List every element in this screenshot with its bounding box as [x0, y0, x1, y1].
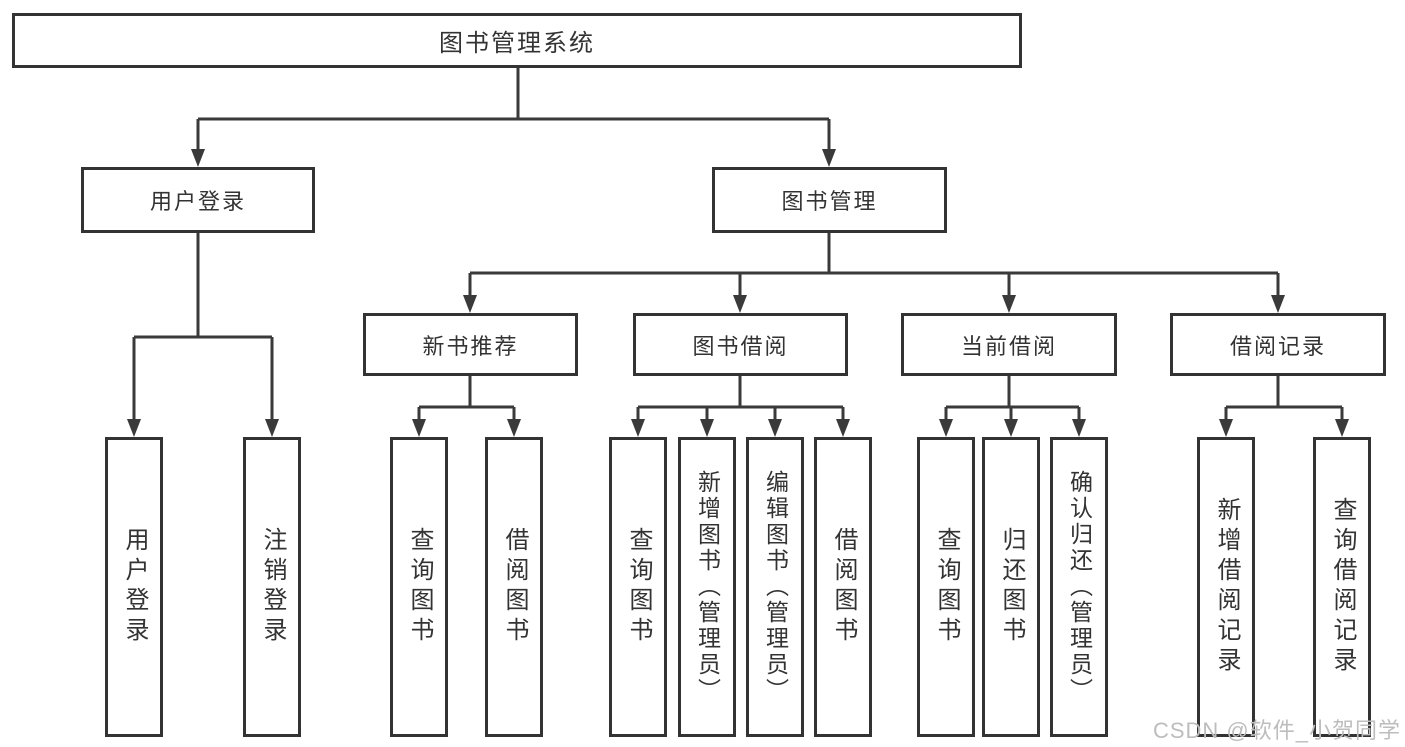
leaf-cb-confirm-return-label: 确认归还（管理员） [1066, 470, 1093, 704]
leaf-br-add-record: 新增借阅记录 [1197, 437, 1255, 737]
connector-current-borrow-children [939, 376, 1086, 437]
leaf-bb-edit-books: 编辑图书（管理员） [746, 437, 804, 737]
leaf-nb-borrow-books-label: 借阅图书 [501, 527, 528, 647]
leaf-cb-return-books-label: 归还图书 [998, 527, 1025, 647]
arrow-down-icon [127, 419, 141, 437]
leaf-bb-add-books-label: 新增图书（管理员） [694, 470, 721, 704]
leaf-bb-edit-books-label: 编辑图书（管理员） [762, 470, 789, 704]
leaf-nb-query-books: 查询图书 [390, 437, 448, 737]
arrow-down-icon [768, 419, 782, 437]
node-book-mgmt: 图书管理 [712, 167, 947, 233]
leaf-logout-label: 注销登录 [259, 527, 286, 647]
leaf-bb-query-books-label: 查询图书 [625, 527, 652, 647]
leaf-br-query-record: 查询借阅记录 [1313, 437, 1371, 737]
arrow-down-icon [265, 419, 279, 437]
connector-borrow-records-children [1219, 376, 1349, 437]
node-new-books-label: 新书推荐 [422, 333, 519, 359]
connector-book-borrow-children [631, 376, 850, 437]
leaf-br-add-record-label: 新增借阅记录 [1213, 497, 1240, 677]
arrow-down-icon [1219, 419, 1233, 437]
arrow-down-icon [733, 295, 747, 313]
node-user-login-label: 用户登录 [149, 189, 246, 214]
node-current-borrow: 当前借阅 [901, 313, 1117, 376]
arrow-down-icon [412, 419, 426, 437]
arrow-down-icon [463, 295, 477, 313]
arrow-down-icon [631, 419, 645, 437]
arrow-down-icon [700, 419, 714, 437]
leaf-bb-borrow-books-label: 借阅图书 [830, 527, 857, 647]
leaf-bb-query-books: 查询图书 [609, 437, 667, 737]
arrow-down-icon [822, 149, 836, 167]
node-book-borrow: 图书借阅 [633, 313, 848, 376]
node-current-borrow-label: 当前借阅 [960, 333, 1057, 359]
watermark: CSDN @软件_小贺同学 [1152, 718, 1401, 743]
node-book-borrow-label: 图书借阅 [692, 333, 789, 359]
leaf-br-query-record-label: 查询借阅记录 [1329, 497, 1356, 677]
leaf-nb-borrow-books: 借阅图书 [485, 437, 543, 737]
leaf-nb-query-books-label: 查询图书 [406, 527, 433, 647]
leaf-cb-query-books: 查询图书 [917, 437, 975, 737]
node-book-mgmt-label: 图书管理 [781, 189, 878, 214]
node-borrow-records-label: 借阅记录 [1229, 333, 1326, 359]
arrow-down-icon [507, 419, 521, 437]
arrow-down-icon [1335, 419, 1349, 437]
leaf-cb-confirm-return: 确认归还（管理员） [1050, 437, 1108, 737]
connector-new-books-children [412, 376, 521, 437]
node-new-books: 新书推荐 [363, 313, 578, 376]
arrow-down-icon [1271, 295, 1285, 313]
connector-book-mgmt-to-level3 [463, 233, 1285, 313]
leaf-user-login-label: 用户登录 [121, 527, 148, 647]
arrow-down-icon [836, 419, 850, 437]
arrow-down-icon [939, 419, 953, 437]
leaf-bb-add-books: 新增图书（管理员） [678, 437, 736, 737]
leaf-cb-return-books: 归还图书 [982, 437, 1040, 737]
node-user-login: 用户登录 [81, 167, 315, 233]
leaf-bb-borrow-books: 借阅图书 [814, 437, 872, 737]
leaf-cb-query-books-label: 查询图书 [933, 527, 960, 647]
leaf-user-login: 用户登录 [105, 437, 163, 737]
connector-user-login-children [127, 233, 279, 437]
node-root: 图书管理系统 [12, 13, 1022, 68]
leaf-logout: 注销登录 [243, 437, 301, 737]
node-borrow-records: 借阅记录 [1170, 313, 1386, 376]
connector-root-to-level2 [191, 68, 836, 167]
arrow-down-icon [1072, 419, 1086, 437]
arrow-down-icon [1004, 419, 1018, 437]
arrow-down-icon [1002, 295, 1016, 313]
node-root-label: 图书管理系统 [439, 30, 595, 57]
arrow-down-icon [191, 149, 205, 167]
